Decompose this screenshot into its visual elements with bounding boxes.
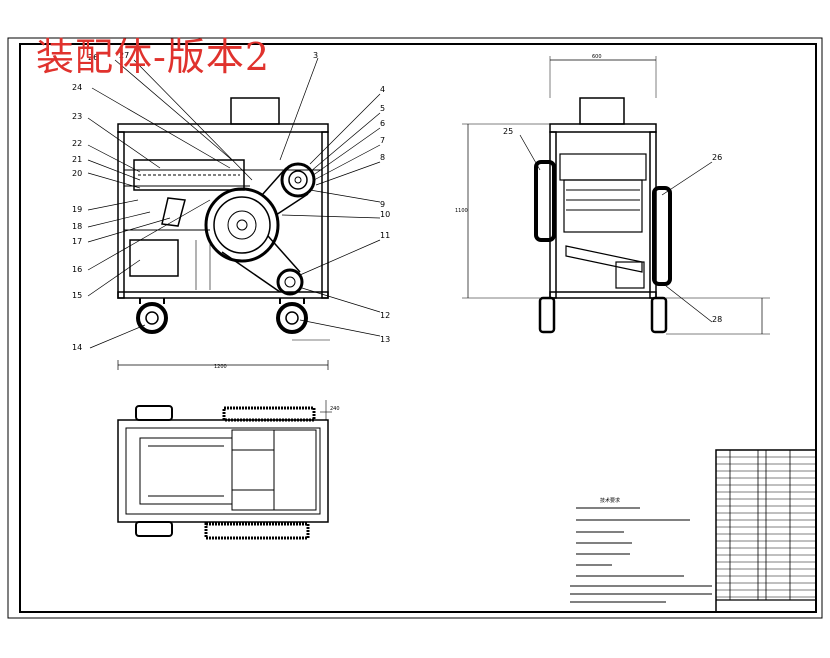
balloon-label: 3: [313, 51, 318, 60]
dimension-label: 600: [592, 54, 602, 60]
balloon-label: 23: [72, 112, 82, 121]
balloon-label: 28: [712, 315, 722, 324]
watermark-title: 装配体-版本2: [36, 35, 271, 79]
bom-table: [715, 449, 817, 613]
balloon-labels: 24 23 22 21 20 19 18 17 16 15 14 26 27 3 4 5 6 7 8 910 11 12 1…: [72, 51, 722, 412]
balloon-label: 13: [380, 335, 390, 344]
balloon-label: 14: [72, 343, 82, 352]
balloon-label: 26: [712, 153, 722, 162]
balloon-label: 24: [72, 83, 82, 92]
tech-notes: [570, 507, 712, 603]
balloon-label: 18: [72, 222, 82, 231]
balloon-label: 10: [380, 210, 390, 219]
balloon-label: 4: [380, 85, 385, 94]
side-view: [462, 56, 770, 335]
balloon-label: 21: [72, 155, 82, 164]
balloon-label: 7: [380, 136, 385, 145]
balloon-label: 17: [72, 237, 82, 246]
balloon-label: 12: [380, 311, 390, 320]
balloon-label: 19: [72, 205, 82, 214]
balloon-label: 6: [380, 119, 385, 128]
bom-rows: [716, 456, 816, 598]
dimension-label: 1100: [455, 208, 468, 214]
inner-border: [19, 43, 817, 613]
balloon-label: 25: [503, 127, 513, 136]
balloon-label: 5: [380, 104, 385, 113]
balloon-label: 9: [380, 200, 385, 209]
balloon-label: 20: [72, 169, 82, 178]
balloon-label: 26: [88, 53, 98, 62]
outer-border: [7, 37, 823, 619]
balloon-label: 11: [380, 231, 390, 240]
tech-notes-heading: 技术要求: [600, 497, 620, 504]
balloon-label: 16: [72, 265, 82, 274]
balloon-label: 27: [119, 51, 129, 60]
dimension-label: 1200: [214, 364, 227, 370]
balloon-label: 8: [380, 153, 385, 162]
balloon-label: 15: [72, 291, 82, 300]
top-view: [117, 400, 332, 540]
balloon-label: 22: [72, 139, 82, 148]
front-view: [87, 57, 381, 370]
dimension-label: 240: [330, 406, 340, 412]
